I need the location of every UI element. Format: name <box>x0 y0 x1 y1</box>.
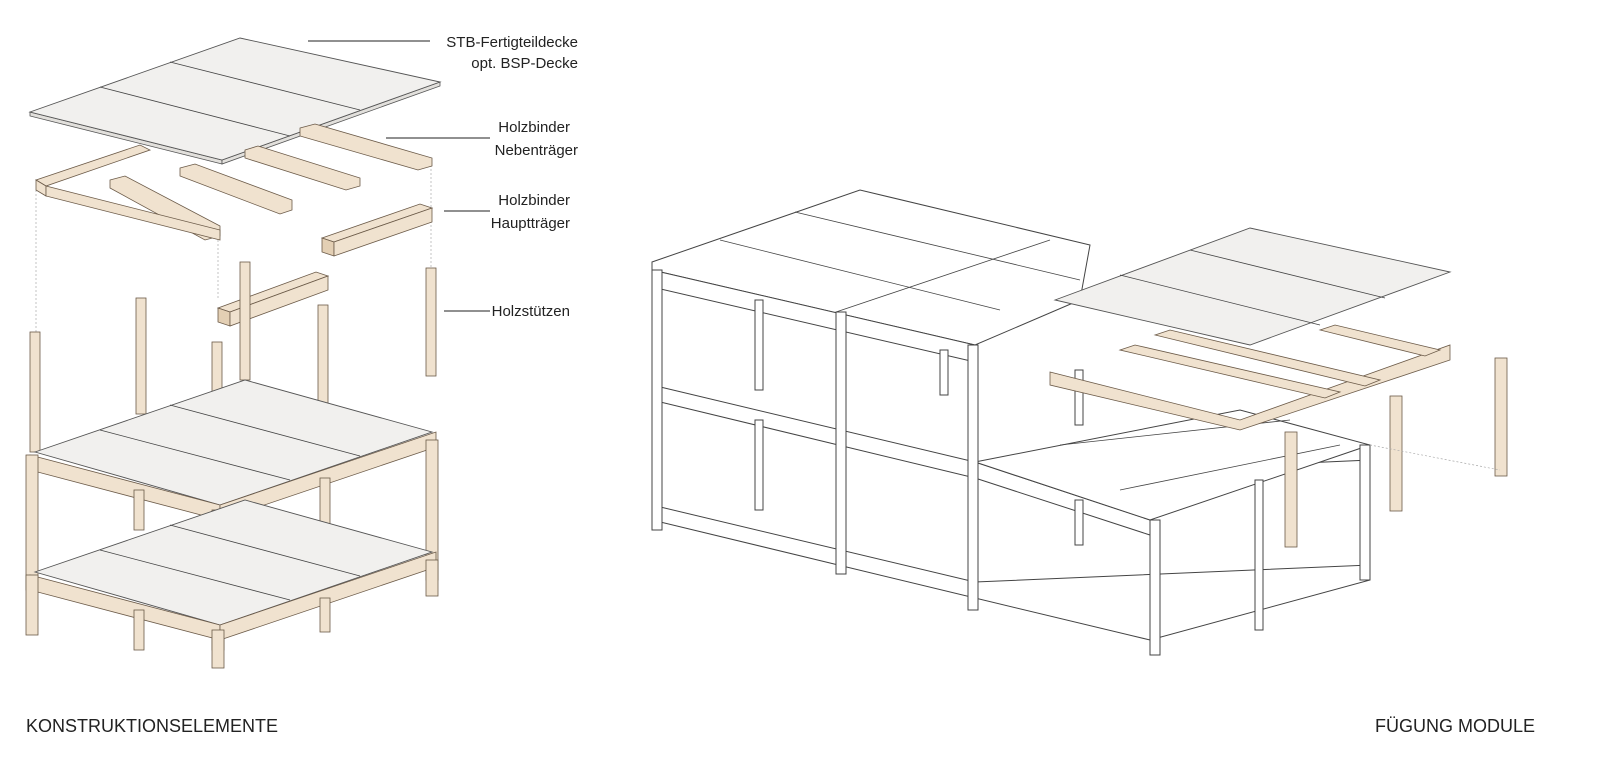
floating-column <box>1389 395 1403 512</box>
floating-beam <box>1118 344 1342 399</box>
caption-right: FÜGUNG MODULE <box>1375 716 1535 736</box>
mid-slab <box>973 409 1372 521</box>
top-slab <box>28 37 442 165</box>
label-secondary-line1: Holzbinder <box>498 119 570 136</box>
guide-line <box>1369 444 1501 471</box>
frame-beam <box>974 564 1371 641</box>
label-slab-line1: STB-Fertigteildecke <box>446 34 578 51</box>
caption-left: KONSTRUKTIONSELEMENTE <box>26 716 278 736</box>
label-slab-line2: opt. BSP-Decke <box>471 55 578 72</box>
label-secondary-line2: Nebenträger <box>495 142 578 159</box>
label-main-line1: Holzbinder <box>498 192 570 209</box>
module-assembly <box>651 189 1508 656</box>
frame-columns <box>651 269 1371 656</box>
floating-slab <box>1053 227 1452 346</box>
label-main-line2: Hauptträger <box>491 215 570 232</box>
floating-beam <box>1318 324 1442 357</box>
floating-beam <box>1153 329 1382 387</box>
floating-column <box>1284 431 1298 548</box>
main-beam <box>216 203 434 327</box>
frame-beam <box>651 384 976 479</box>
label-columns: Holzstützen <box>492 303 570 320</box>
frame-beam <box>651 504 976 599</box>
exploded-construction: STB-Fertigteildecke opt. BSP-Decke Holzb… <box>25 34 578 669</box>
secondary-beams <box>35 123 433 241</box>
floating-frame <box>1049 344 1451 431</box>
lower-module <box>25 499 439 669</box>
floating-column <box>1494 357 1508 477</box>
